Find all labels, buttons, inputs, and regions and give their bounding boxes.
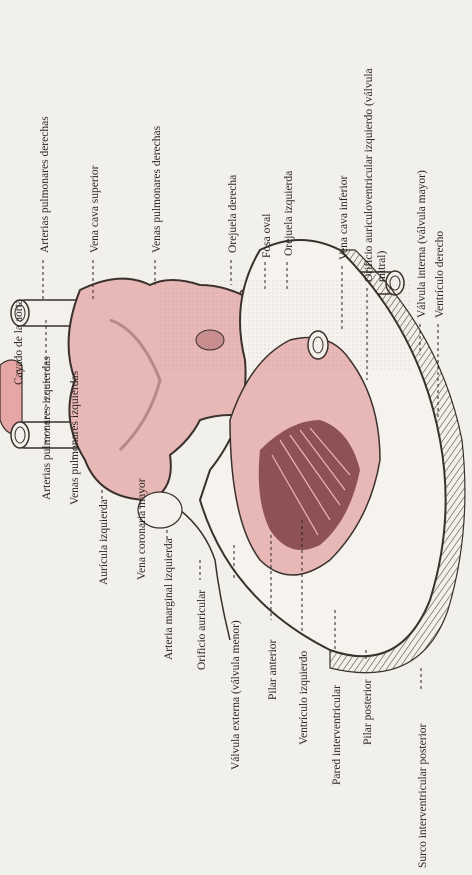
label-arterias-pulmonares-izquierdas: Arterias pulmonares izquierdas: [41, 356, 53, 500]
label-pilar-posterior: Pilar posterior: [362, 679, 374, 745]
label-orificio-auriculoventricular: Orificio auriculoventricular izquierdo (…: [363, 68, 375, 282]
label-auricula-izquierda: Aurícula izquierda: [98, 499, 110, 585]
label-vena-cava-inferior: Vena cava inferior: [338, 176, 350, 260]
label-orejuela-izquierda: Orejuela izquierda: [283, 171, 295, 256]
label-vena-coronaria-mayor: Vena coronaria mayor: [136, 478, 148, 580]
label-arteria-marginal-izquierda: Arteria marginal izquierda: [163, 538, 175, 660]
label-venas-pulmonares-izquierdas: Venas pulmonares izquierdas: [69, 370, 81, 505]
label-valvula-interna: Válvula interna (válvula mayor): [416, 170, 428, 318]
label-ventriculo-derecho: Ventrículo derecho: [434, 231, 446, 318]
label-orificio-auricular: Orificio auricular: [196, 590, 208, 670]
label-fosa-oval: Fosa oval: [261, 214, 273, 258]
label-arterias-pulmonares-derechas: Arterias pulmonares derechas: [39, 116, 51, 253]
label-cayado-aorta: Cayado de la aorta: [13, 299, 25, 385]
label-valvula-externa: Válvula externa (válvula menor): [230, 620, 242, 770]
label-vena-cava-superior: Vena cava superior: [89, 165, 101, 253]
label-pared-interventricular: Pared interventricular: [331, 685, 343, 785]
label-orejuela-derecha: Orejuela derecha: [227, 175, 239, 253]
label-orificio-auriculoventricular-cont: mitral): [376, 251, 388, 282]
label-surco-interventricular-posterior: Surco interventricular posterior: [417, 723, 429, 868]
label-venas-pulmonares-derechas: Venas pulmonares derechas: [151, 125, 163, 253]
label-pilar-anterior: Pilar anterior: [267, 639, 279, 700]
label-ventriculo-izquierdo: Ventrículo izquierdo: [298, 651, 310, 745]
